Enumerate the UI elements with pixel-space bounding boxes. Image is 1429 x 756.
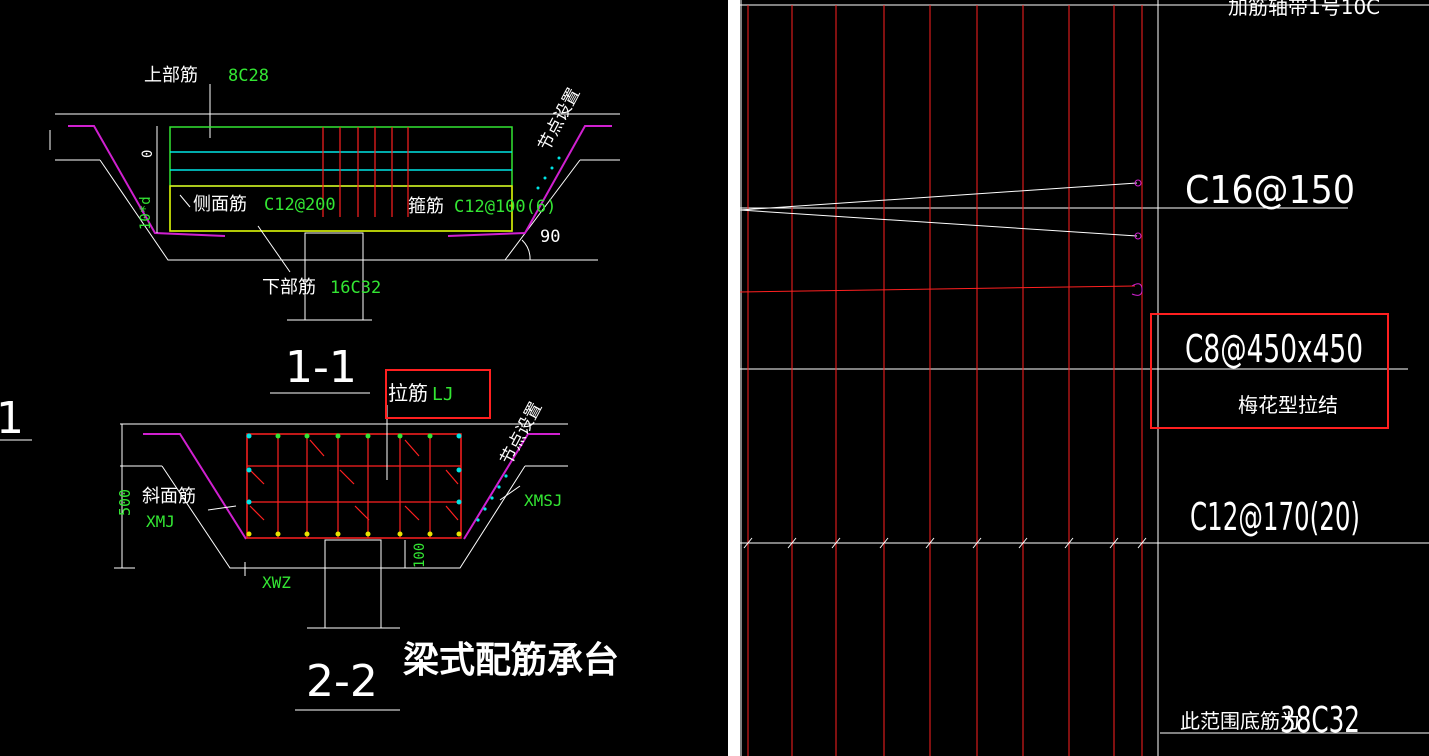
slope-bar-value: XMJ bbox=[146, 512, 175, 531]
dim-100: 100 bbox=[412, 543, 428, 568]
side-bar-label: 侧面筋 bbox=[193, 194, 247, 215]
top-bar-label: 上部筋 bbox=[144, 65, 198, 86]
bottom-bar-label: 下部筋 bbox=[262, 277, 316, 298]
label-c8-450x450: C8@450x450 bbox=[1185, 327, 1363, 371]
dim-500: 500 bbox=[116, 489, 134, 516]
section-1-1: 上部筋 8C28 侧面筋 C12@200 箍筋 C12@100(6) 下部筋 1… bbox=[0, 65, 620, 444]
label-c16-150: C16@150 bbox=[1185, 168, 1355, 212]
section-mark-1-1: 1-1 bbox=[285, 342, 357, 393]
slope-bar-label: 斜面筋 bbox=[142, 486, 196, 507]
cad-section-drawing-panel: 上部筋 8C28 侧面筋 C12@200 箍筋 C12@100(6) 下部筋 1… bbox=[0, 65, 620, 711]
bottom-bar-value: 16C32 bbox=[330, 278, 381, 298]
label-plum-tie: 梅花型拉结 bbox=[1238, 393, 1338, 417]
section-drawing-canvas: 上部筋 8C28 侧面筋 C12@200 箍筋 C12@100(6) 下部筋 1… bbox=[0, 65, 620, 711]
section-2-2: 拉筋 LJ 节点设置 斜面筋 XMJ XMSJ 500 100 XWZ 2-2 … bbox=[114, 369, 619, 711]
stirrup-value: C12@100(6) bbox=[454, 197, 556, 217]
dim-0: 0 bbox=[140, 150, 156, 158]
slope-side-bar-value: XMSJ bbox=[524, 491, 563, 510]
top-cut-text: 加筋轴带1号10C bbox=[1228, 0, 1380, 19]
side-bar-value: C12@200 bbox=[264, 195, 336, 215]
node-note-1: 节点设置 bbox=[535, 85, 585, 154]
drawing-caption: 梁式配筋承台 bbox=[403, 640, 619, 681]
dim-10d: 10*d bbox=[138, 196, 154, 230]
cad-plan-detail-panel: 加筋轴带1号10C C16@150 C8@450x450 梅花型拉结 C12@1… bbox=[740, 0, 1429, 756]
tie-label: 拉筋 bbox=[388, 381, 428, 405]
xwz-label: XWZ bbox=[262, 573, 291, 592]
label-bottom-value: 38C32 bbox=[1280, 700, 1360, 741]
vertical-rebar-lines bbox=[747, 5, 1143, 756]
panel-divider bbox=[728, 0, 740, 756]
tie-label-highlight-box bbox=[385, 369, 491, 419]
label-bottom-prefix: 此范围底筋为 bbox=[1180, 709, 1300, 733]
tie-detail-highlight-box bbox=[1150, 313, 1389, 429]
tie-value: LJ bbox=[432, 384, 454, 405]
edge-section-mark: 1 bbox=[0, 393, 24, 444]
stirrup-label: 箍筋 bbox=[408, 196, 444, 217]
plan-detail-canvas: 加筋轴带1号10C C16@150 C8@450x450 梅花型拉结 C12@1… bbox=[740, 0, 1429, 756]
top-bar-value: 8C28 bbox=[228, 66, 269, 86]
label-c12-170: C12@170(20) bbox=[1190, 495, 1360, 539]
section-mark-2-2: 2-2 bbox=[306, 656, 378, 707]
angle-label: 90 bbox=[540, 227, 560, 247]
